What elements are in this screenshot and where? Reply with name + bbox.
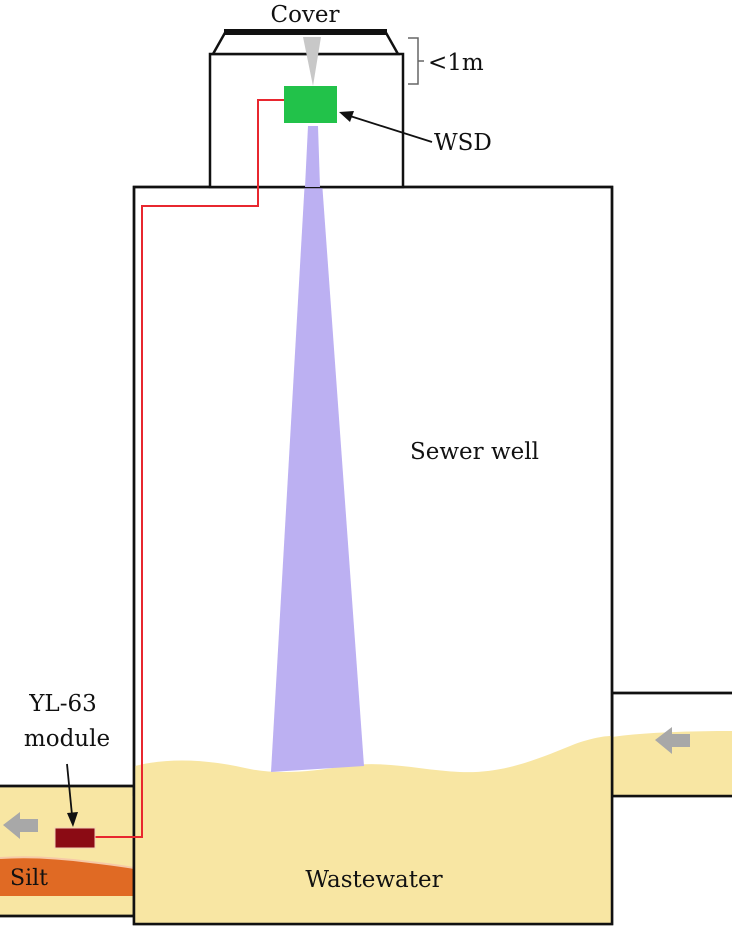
silt-layer [0,857,134,896]
left-arrow-icon [3,812,38,839]
module-label-line1: YL-63 [28,691,97,717]
wsd-sensor [284,86,337,123]
height-label: <1m [428,50,484,76]
wastewater-label: Wastewater [305,867,442,893]
inlet-pipe-water [612,731,732,795]
wastewater-surface [135,736,611,923]
module-pointer-icon [66,763,78,827]
module-label-line2: module [24,726,110,752]
signal-cable [95,99,284,838]
sensor-beam [271,126,364,772]
brace-icon [408,37,424,85]
sewer-well-label: Sewer well [410,439,539,465]
silt-highlight [0,856,135,869]
yl63-module [54,827,96,849]
cover-cone [303,37,321,86]
wsd-label: WSD [434,130,492,156]
arrow-pointer-icon [339,111,433,143]
manhole-cover-top [224,29,387,35]
sensor-beam-upper [305,126,320,187]
outlet-pipe-water [0,796,134,914]
cover-label: Cover [270,2,339,28]
silt-label: Silt [10,866,48,891]
inlet-flow-left-arrow-icon [655,727,690,754]
